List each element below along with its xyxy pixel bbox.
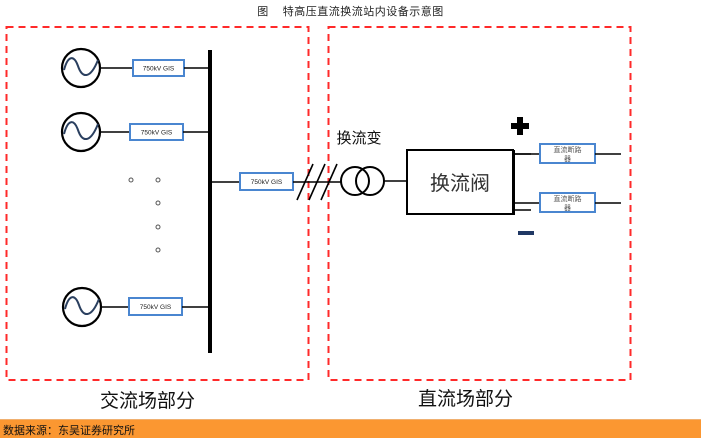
ellipsis-dots bbox=[128, 177, 161, 253]
dc-breaker-label-line1: 直流断路 bbox=[554, 145, 582, 154]
ac-source-icon bbox=[60, 47, 102, 89]
three-phase-marker-icon bbox=[296, 163, 338, 201]
converter-valve bbox=[406, 149, 514, 215]
figure-prefix: 图 bbox=[257, 5, 269, 18]
gis-breaker-label: 750kV GIS bbox=[143, 66, 175, 73]
ac-section-label: 交流场部分 bbox=[100, 390, 196, 412]
dc-breaker-label-line1: 直流断路 bbox=[554, 194, 582, 203]
dc-breaker-label-line2: 器 bbox=[564, 155, 571, 163]
gis-breaker-label: 750kV GIS bbox=[141, 130, 173, 137]
dc-section-label: 直流场部分 bbox=[418, 388, 514, 410]
generator-row-3: 750kV GIS bbox=[61, 286, 210, 328]
ac-source-icon bbox=[60, 111, 102, 153]
negative-pole-icon bbox=[518, 231, 534, 235]
positive-pole-icon bbox=[511, 117, 529, 135]
ac-source-icon bbox=[61, 286, 103, 328]
ac-section-boundary bbox=[5, 26, 310, 381]
converter-transformer-label: 换流变 bbox=[336, 129, 381, 147]
source-footer: 数据来源：东吴证券研究所 bbox=[0, 419, 701, 438]
converter-valve-label: 换流阀 bbox=[430, 171, 490, 195]
dc-breaker-1: 直流断路 器 bbox=[513, 143, 621, 164]
dc-breaker-label-line2: 器 bbox=[564, 204, 571, 212]
converter-transformer-icon bbox=[340, 166, 385, 196]
dc-section-boundary bbox=[327, 26, 632, 381]
bus-feeder: 750kV GIS bbox=[212, 163, 341, 201]
generator-row-1: 750kV GIS bbox=[60, 47, 210, 89]
gis-breaker-label: 750kV GIS bbox=[251, 179, 283, 186]
source-text: 数据来源：东吴证券研究所 bbox=[3, 424, 135, 437]
gis-breaker-label: 750kV GIS bbox=[140, 304, 172, 311]
figure-title-text: 特高压直流换流站内设备示意图 bbox=[282, 5, 444, 18]
figure-title: 图特高压直流换流站内设备示意图 bbox=[0, 3, 701, 19]
dc-breaker-2: 直流断路 器 bbox=[513, 192, 621, 213]
generator-row-2: 750kV GIS bbox=[60, 111, 210, 153]
